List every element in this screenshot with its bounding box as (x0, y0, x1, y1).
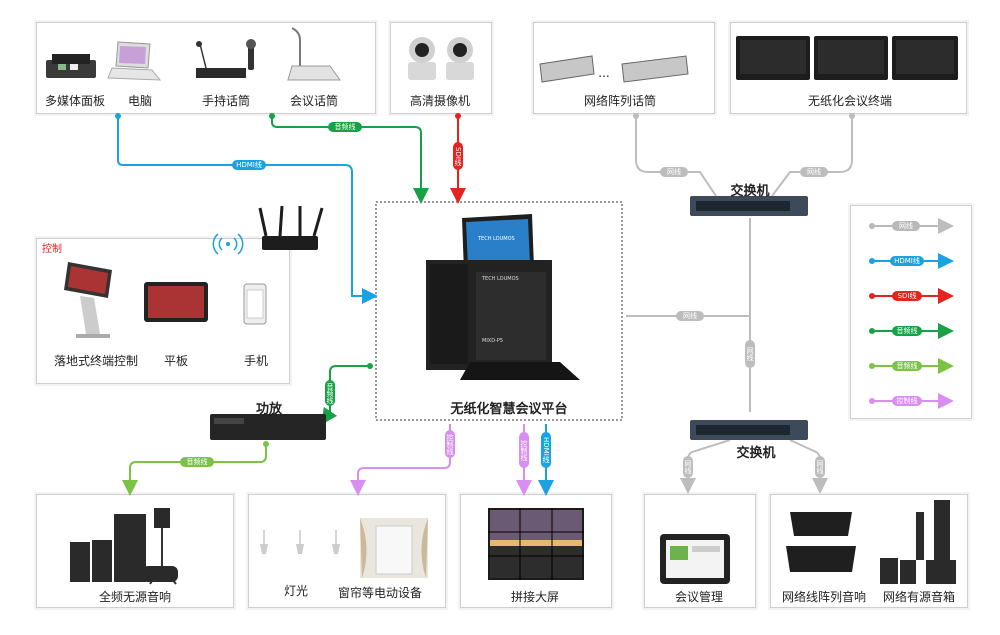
audio-line-amp (321, 365, 370, 425)
legend-lines (869, 218, 954, 409)
active-speaker-image (880, 500, 956, 584)
laptop-image (107, 41, 162, 81)
label-light: 灯光 (283, 584, 308, 598)
device-screen-brand: TECH LOUMOS (478, 236, 515, 242)
tag-hdmi-wall: HDMI线 (542, 437, 550, 463)
label-meeting-mgmt: 会议管理 (674, 590, 723, 604)
legend-network: 网线 (899, 222, 913, 230)
tag-sdi-camera: SDI线 (454, 146, 462, 166)
legend-control: 控制线 (896, 397, 918, 405)
switch-top-image (690, 196, 808, 216)
tag-audio-amp: 音频线 (326, 382, 334, 404)
handheld-mic-image (196, 39, 256, 78)
label-tablet: 平板 (163, 354, 188, 368)
label-active-speaker: 网络有源音箱 (882, 590, 955, 604)
label-ellipsis: ... (598, 66, 610, 80)
multimedia-panel-image (46, 54, 96, 78)
label-switch-top: 交换机 (730, 184, 770, 199)
device-model: MIXD-P5 (482, 338, 504, 344)
curtain-image (360, 518, 428, 578)
label-array-mic: 网络阵列话筒 (583, 94, 656, 108)
router-image (258, 205, 324, 250)
label-video-wall: 拼接大屏 (510, 590, 559, 604)
phone-image (243, 283, 267, 325)
wifi-icon (212, 233, 244, 255)
label-switch-bottom: 交换机 (736, 446, 776, 461)
central-device-image (426, 214, 580, 380)
net-line-arraymic (635, 116, 717, 197)
label-phone: 手机 (243, 354, 268, 368)
label-fullrange-speaker: 全频无源音响 (98, 590, 171, 604)
net-line-mgmt (680, 439, 731, 494)
line-array-speaker-image (786, 512, 856, 572)
label-multimedia-panel: 多媒体面板 (44, 94, 105, 108)
fullrange-speaker-image (70, 508, 178, 585)
label-computer: 电脑 (127, 94, 152, 108)
array-mic-image (539, 55, 689, 83)
tag-control-light: 控制线 (446, 433, 454, 455)
hdmi-line-computer (117, 116, 378, 304)
legend-audio-green: 音频线 (896, 327, 918, 335)
label-curtain: 窗帘等电动设备 (337, 586, 422, 600)
mgmt-tablet-image (660, 534, 730, 584)
camera-image (408, 37, 474, 80)
tag-net-platform: 网线 (683, 312, 697, 320)
tag-net-arraymic: 网线 (667, 168, 681, 176)
tag-audio-mic: 音频线 (334, 123, 356, 131)
label-line-array-speaker: 网络线阵列音响 (781, 590, 866, 604)
device-brand: TECH LOUMOS (482, 276, 519, 282)
label-hd-camera: 高清摄像机 (409, 94, 470, 108)
label-handheld-mic: 手持话筒 (201, 94, 250, 108)
legend-sdi: SDI线 (897, 292, 917, 300)
camera-box (390, 22, 492, 114)
legend-box (850, 205, 972, 419)
control-line-light (350, 424, 451, 496)
kiosk-image (64, 262, 112, 338)
platform-title: 无纸化智慧会议平台 (450, 402, 568, 417)
tag-net-terminal: 网线 (807, 168, 821, 176)
amplifier-image (210, 414, 326, 440)
video-wall-image (488, 508, 584, 580)
switch-bottom-image (690, 420, 808, 440)
tag-audio-speaker: 音频线 (186, 458, 208, 466)
tag-hdmi-computer: HDMI线 (236, 161, 262, 169)
legend-audio-lime: 音频线 (896, 362, 918, 370)
label-amplifier: 功放 (255, 402, 282, 417)
conference-mic-image (287, 27, 341, 81)
label-paperless-terminal: 无纸化会议终端 (807, 94, 892, 108)
light-image (260, 530, 340, 554)
net-line-terminal (771, 116, 853, 197)
tag-net-trunk: 网线 (746, 347, 754, 361)
label-conference-mic: 会议话筒 (289, 94, 338, 108)
tag-control-wall: 控制线 (520, 439, 528, 461)
label-floor-terminal: 落地式终端控制 (53, 354, 138, 368)
tag-net-mgmt: 网线 (684, 460, 692, 474)
tag-net-speaker: 网线 (816, 460, 824, 474)
terminal-image (736, 36, 958, 80)
legend-hdmi: HDMI线 (894, 257, 920, 265)
tablet-image (144, 282, 208, 322)
label-control: 控制 (42, 244, 62, 255)
